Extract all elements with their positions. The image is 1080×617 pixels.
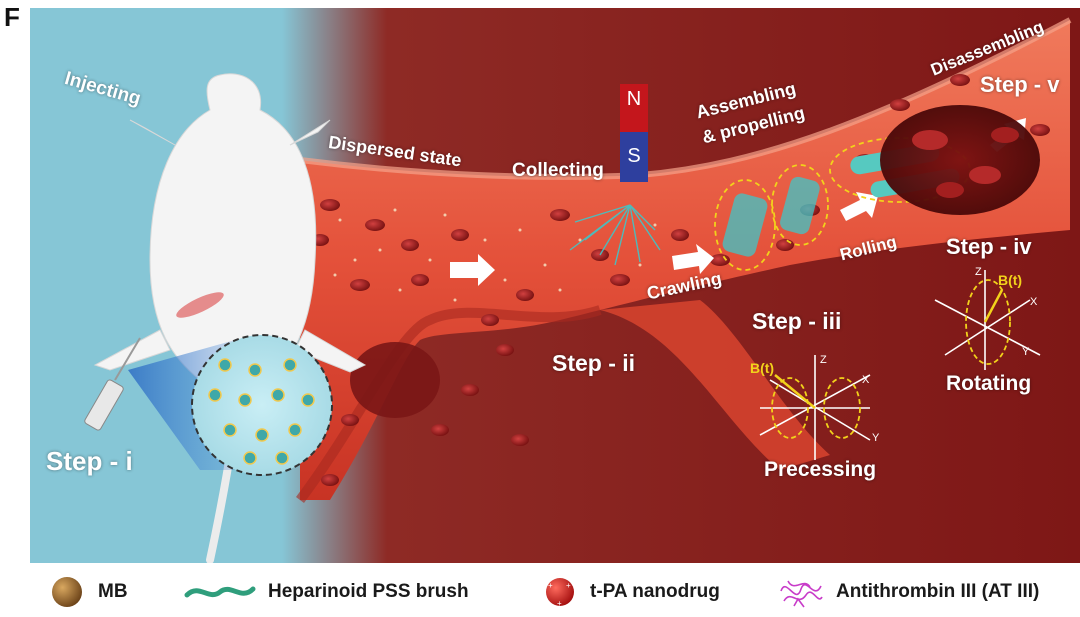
rotating-z-label: Z	[975, 266, 982, 278]
precessing-field-arrow	[774, 374, 816, 409]
rotating-label: Rotating	[946, 372, 1032, 395]
blood-clot	[880, 105, 1040, 215]
step-iv-label: Step - iv	[946, 234, 1032, 259]
rotating-field-label: B(t)	[998, 272, 1023, 288]
legend-nanodrug-label: t-PA nanodrug	[590, 581, 720, 602]
rotating-y-label: Y	[1022, 346, 1030, 358]
svg-text:+: +	[548, 581, 553, 590]
collecting-cluster	[569, 204, 661, 266]
rotating-x-label: X	[1030, 296, 1038, 308]
mouse	[93, 73, 367, 563]
step-iii-label: Step - iii	[752, 308, 842, 334]
rotating-field-arrow	[983, 289, 1004, 323]
red-blood-cells	[311, 74, 1050, 486]
crawling-swarms	[714, 164, 829, 271]
precessing-field-label: B(t)	[750, 360, 775, 376]
legend-brush-label: Heparinoid PSS brush	[268, 581, 469, 602]
precessing-y-label: Y	[872, 432, 880, 444]
nanodrug-icon: + + +	[546, 578, 574, 608]
mb-icon	[52, 577, 82, 607]
panel-label: F	[4, 2, 20, 32]
magnet-north-label: N	[626, 88, 642, 110]
svg-text:+: +	[557, 599, 562, 608]
precessing-x-label: X	[862, 374, 870, 386]
precessing-label: Precessing	[764, 458, 877, 481]
step-v-label: Step - v	[980, 72, 1060, 97]
legend-at3-label: Antithrombin III (AT III)	[836, 581, 1040, 602]
scene-illustration	[30, 8, 1080, 563]
brush-icon	[184, 586, 256, 598]
at3-protein-icon	[780, 580, 823, 608]
precessing-z-label: Z	[820, 354, 827, 366]
legend: MB Heparinoid PSS brush + + + t-PA nanodr…	[0, 563, 1080, 617]
magnet-south-label: S	[627, 145, 641, 167]
step-i-label: Step - i	[46, 446, 133, 476]
svg-text:+: +	[566, 581, 571, 590]
collecting-label: Collecting	[512, 160, 604, 181]
step-ii-label: Step - ii	[552, 350, 636, 376]
inset-particles	[208, 358, 315, 465]
syringe	[84, 337, 141, 431]
legend-mb-label: MB	[98, 581, 128, 602]
magnet	[620, 84, 648, 182]
dispersed-particles	[333, 208, 657, 302]
